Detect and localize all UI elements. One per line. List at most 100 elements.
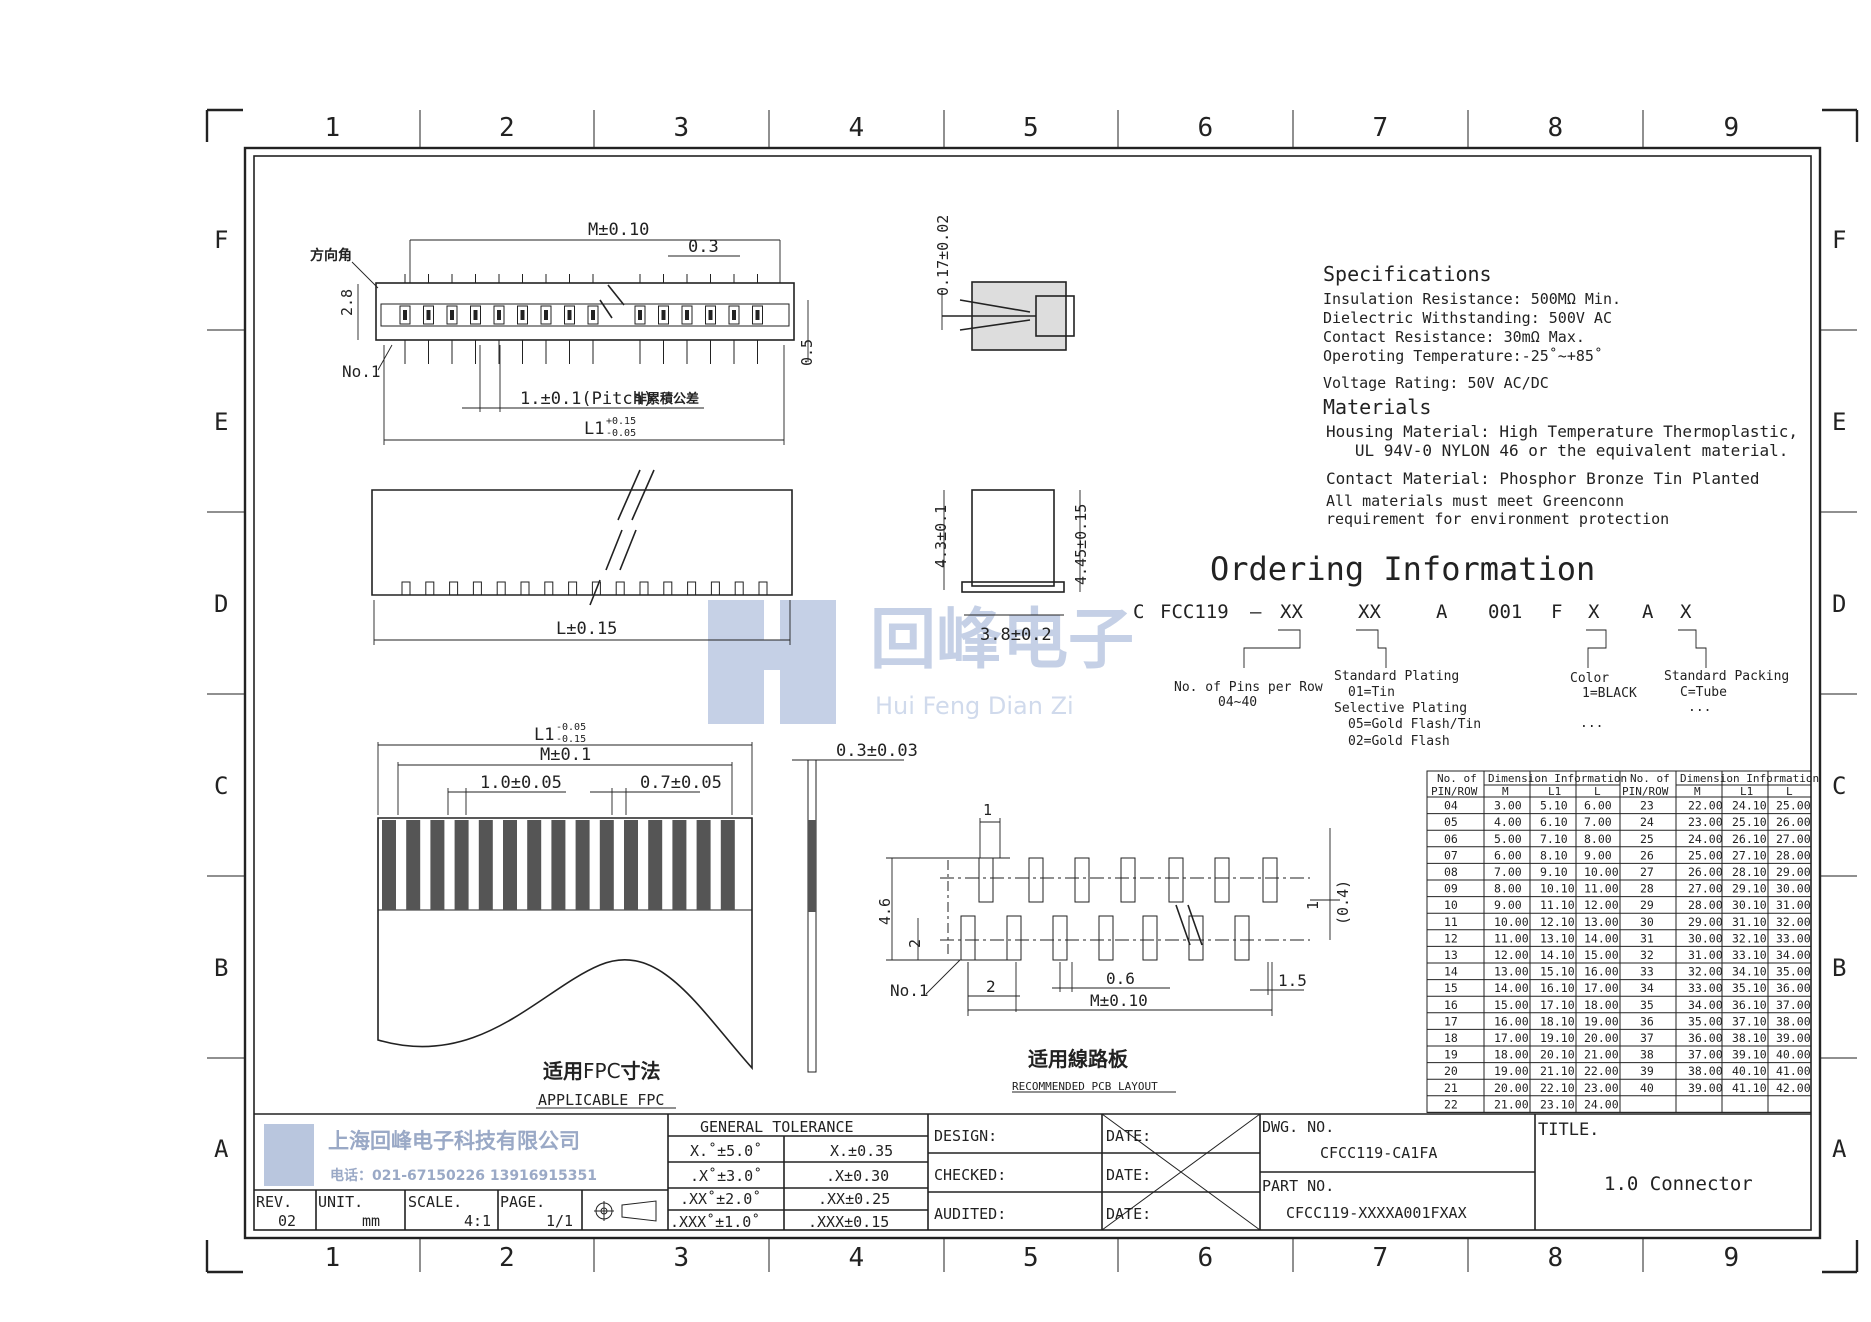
plating-label: Standard Plating	[1334, 669, 1459, 684]
front-view-tooth	[663, 581, 673, 596]
dim-table-cell-right: 30.00	[1688, 931, 1723, 945]
top-dim-l1-upper: +0.15	[606, 416, 636, 427]
pcb-dim-46: 4.6	[876, 898, 894, 925]
dim-table-cell-right: 26.00	[1688, 865, 1723, 879]
dim-table-cell-right: 41.00	[1776, 1064, 1811, 1078]
tolerance-title: GENERAL TOLERANCE	[700, 1118, 854, 1136]
top-view-pin	[540, 305, 552, 325]
dim-table-cell-right: 34.10	[1732, 965, 1767, 979]
dim-table-cell-right: 38.00	[1776, 1014, 1811, 1028]
dim-table-cell-right: 30.00	[1776, 882, 1811, 896]
column-label-bottom: 8	[1548, 1243, 1564, 1273]
dwg-value: CFCC119-CA1FA	[1320, 1144, 1437, 1162]
front-view-tooth	[449, 581, 459, 596]
code-10: X	[1680, 601, 1692, 623]
dim-table-cell-left: 05	[1444, 815, 1458, 829]
fpc-finger	[551, 820, 566, 910]
design-label: DESIGN:	[934, 1127, 997, 1145]
pcb-pad-bottom	[1142, 915, 1158, 961]
pcb-dim-2b: 2	[986, 977, 996, 996]
pcb-dim-r1: 1	[1304, 901, 1322, 910]
column-label-top: 2	[499, 113, 515, 143]
dim-table-cell-left: 17.00	[1494, 1031, 1529, 1045]
dim-table-cell-left: 11.10	[1540, 898, 1575, 912]
tol-1-b: .X±0.30	[826, 1167, 889, 1185]
dim-table-cell-left: 20.00	[1584, 1031, 1619, 1045]
dim-table-cell-left: 11	[1444, 915, 1458, 929]
pcb-dim-06: 0.6	[1106, 969, 1135, 988]
dim-table-cell-right: 29.10	[1732, 882, 1767, 896]
column-label-top: 1	[325, 113, 341, 143]
fpc-title-cn-a: 适用	[543, 1059, 583, 1083]
dim-table-cell-right: 30	[1640, 915, 1654, 929]
table-h-pins-l: No. of	[1437, 772, 1477, 785]
dim-table-cell-right: 41.10	[1732, 1081, 1767, 1095]
dim-table-cell-right: 35.00	[1688, 1014, 1723, 1028]
column-label-top: 5	[1023, 113, 1039, 143]
fpc-finger	[720, 820, 735, 910]
code-1: FCC119	[1160, 601, 1229, 623]
row-label-left: B	[214, 954, 228, 982]
dim-table-cell-right: 40.10	[1732, 1064, 1767, 1078]
row-label-left: D	[214, 590, 228, 618]
material-line-1: UL 94V-0 NYLON 46 or the equivalent mate…	[1326, 441, 1788, 460]
dim-table-cell-left: 12.00	[1584, 898, 1619, 912]
dim-table-cell-right: 32	[1640, 948, 1654, 962]
date-label-2: DATE:	[1106, 1166, 1151, 1184]
dim-table-cell-left: 7.10	[1540, 832, 1568, 846]
fpc-view: L1 -0.05 -0.15 M±0.1 1.0±0.05 0.7±0.05 0…	[377, 722, 918, 1109]
dim-table-cell-right: 39	[1640, 1064, 1654, 1078]
fpc-title-cn-fpc: FPC	[583, 1059, 621, 1083]
fpc-finger	[406, 820, 421, 910]
unit-value: mm	[362, 1212, 380, 1230]
top-dim-l1: L1	[584, 419, 604, 439]
dim-table-cell-right: 25	[1640, 832, 1654, 846]
dim-table-cell-right: 36	[1640, 1014, 1654, 1028]
spec-line-3: Operoting Temperature:-25˚~+85˚	[1323, 347, 1603, 365]
dim-table-cell-left: 22.00	[1584, 1064, 1619, 1078]
dim-table-cell-right: 32.10	[1732, 931, 1767, 945]
dim-table-cell-left: 5.10	[1540, 799, 1568, 813]
dim-table-cell-left: 11.00	[1494, 931, 1529, 945]
dim-table-cell-right: 23.00	[1688, 815, 1723, 829]
top-view-pin-contact	[755, 310, 760, 320]
dim-table-cell-left: 19.00	[1494, 1064, 1529, 1078]
column-label-top: 9	[1724, 113, 1740, 143]
top-view-pin-contact	[403, 310, 407, 320]
top-view-pin	[634, 305, 646, 325]
top-view: M±0.10 0.3 2.8 0.5 方向角 No.1 1.±0.1(Pitch…	[310, 220, 816, 445]
column-label-top: 6	[1198, 113, 1214, 143]
fpc-dim-width: 0.7±0.05	[640, 773, 722, 793]
dim-table-cell-left: 07	[1444, 848, 1458, 862]
dim-table-cell-right: 29	[1640, 898, 1654, 912]
row-label-right: B	[1832, 954, 1846, 982]
plating-02: 02=Gold Flash	[1348, 734, 1450, 749]
dim-table-cell-left: 17.00	[1584, 981, 1619, 995]
ordering-heading: Ordering Information	[1210, 550, 1595, 588]
top-view-pin-contact	[732, 310, 736, 320]
dim-table-cell-right: 32.00	[1688, 965, 1723, 979]
row-label-right: C	[1832, 772, 1846, 800]
front-view-tooth	[472, 581, 482, 596]
dimension-table: No. of PIN/ROW Dimension Information No.…	[1426, 770, 1819, 1113]
dim-table-cell-left: 16	[1444, 998, 1458, 1012]
watermark: 回峰电子 Hui Feng Dian Zi	[708, 600, 1134, 724]
dim-table-cell-left: 10.00	[1584, 865, 1619, 879]
title-label: TITLE.	[1538, 1120, 1599, 1140]
top-view-pin	[658, 305, 669, 325]
top-dim-l1-lower: -0.05	[606, 428, 636, 439]
pcb-dim-2: 2	[906, 939, 924, 948]
table-col-lx-l: L	[1594, 785, 1601, 798]
dim-table-cell-left: 13	[1444, 948, 1458, 962]
dim-table-cell-left: 8.10	[1540, 848, 1568, 862]
dim-table-cell-left: 9.00	[1494, 898, 1522, 912]
table-col-m-l: M	[1502, 785, 1509, 798]
title-value: 1.0 Connector	[1604, 1173, 1753, 1195]
column-label-top: 8	[1548, 113, 1564, 143]
dim-table-cell-right: 23	[1640, 799, 1654, 813]
top-view-pin	[493, 305, 505, 325]
row-label-right: D	[1832, 590, 1846, 618]
dim-table-cell-right: 26.10	[1732, 832, 1767, 846]
fpc-dim-pitch: 1.0±0.05	[480, 773, 562, 793]
